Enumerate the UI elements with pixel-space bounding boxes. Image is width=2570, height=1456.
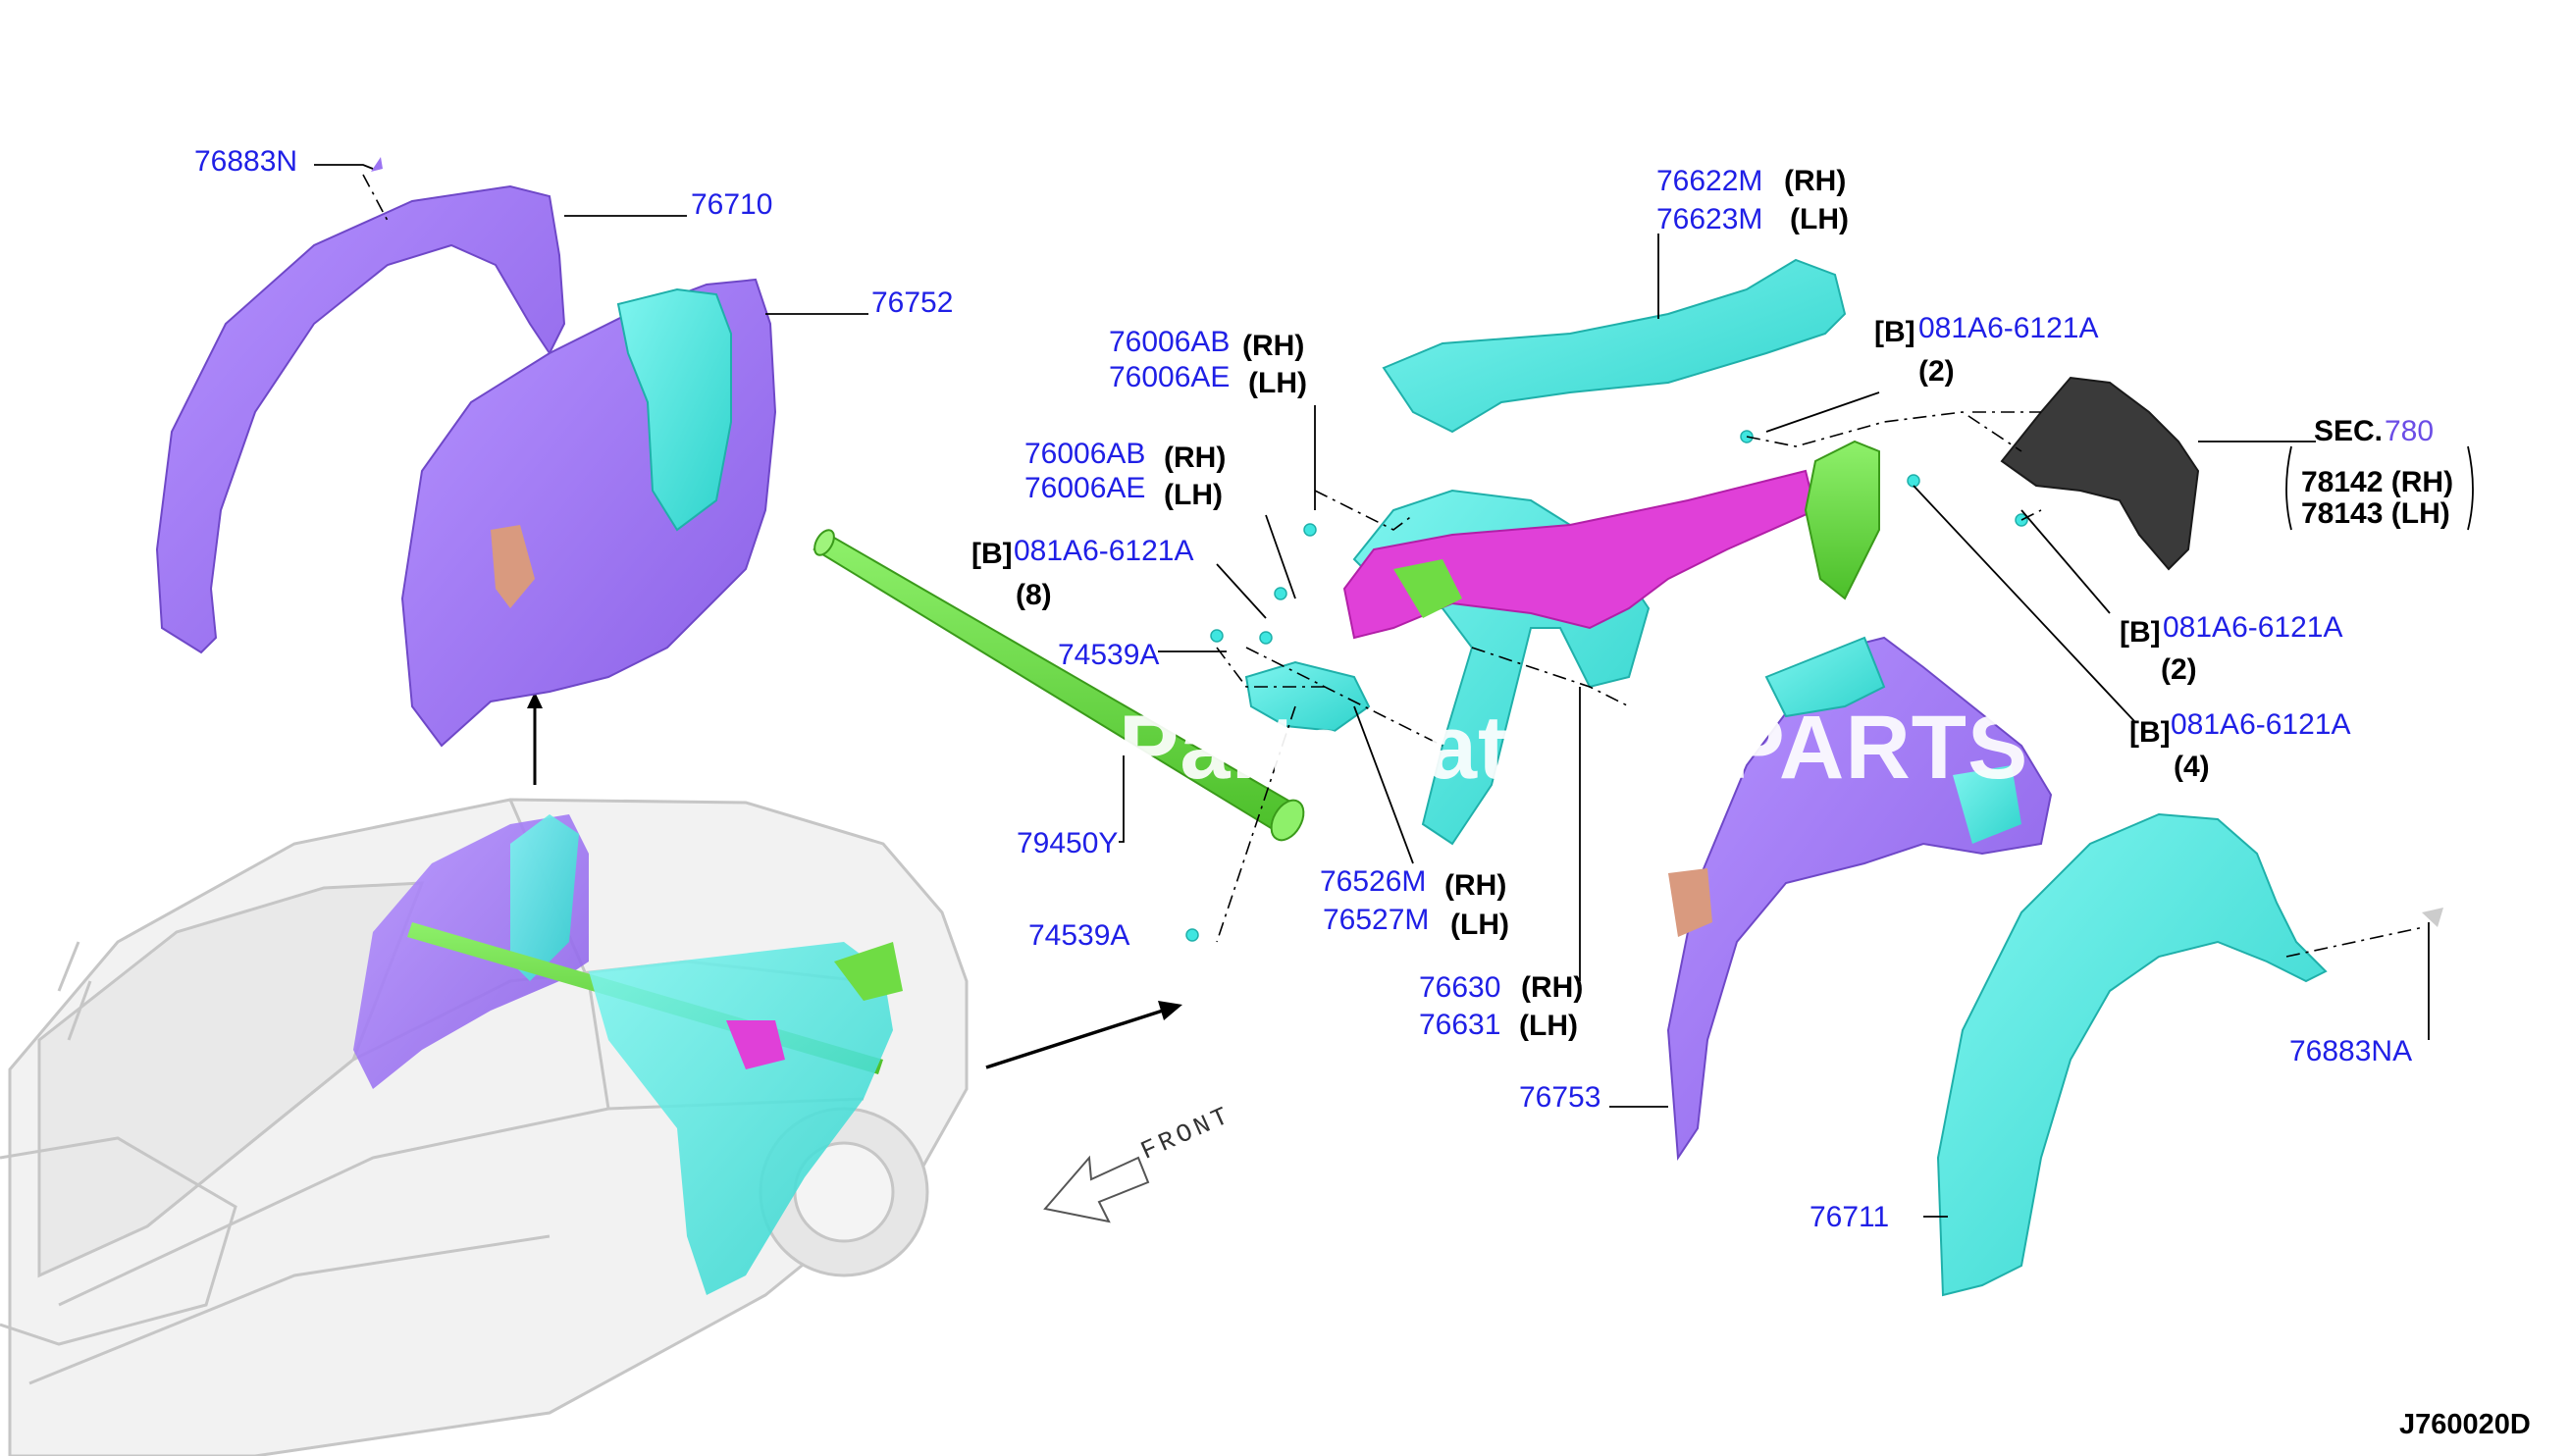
label-78143: 78143 (LH) (2301, 497, 2450, 530)
qty-081A6-6121A-mid: (2) (2161, 653, 2197, 686)
side-76622M: (RH) (1784, 165, 1847, 197)
label-76006AB-1[interactable]: 76006AB (1109, 326, 1231, 358)
label-76631[interactable]: 76631 (1419, 1009, 1501, 1041)
assembly-dashed-lines (362, 174, 2425, 958)
label-76623M[interactable]: 76623M (1656, 203, 1763, 235)
tag-B-mid: [B] (2120, 616, 2161, 649)
label-081A6-6121A-left[interactable]: 081A6-6121A (1014, 535, 1194, 567)
label-76006AB-2[interactable]: 76006AB (1024, 438, 1146, 470)
part-76753-cyan-side (1953, 765, 2021, 844)
side-76006AE-1: (LH) (1248, 367, 1307, 399)
part-78142-bracket[interactable] (2000, 376, 2200, 571)
label-74539A-upper[interactable]: 74539A (1058, 639, 1160, 671)
side-76631: (LH) (1519, 1010, 1578, 1042)
part-76753-bracket (1668, 868, 1712, 937)
part-76753-inner-wheelhouse[interactable] (1666, 636, 2053, 1161)
part-76883N-clip[interactable] (371, 157, 383, 172)
part-76630-magenta-inner[interactable] (1342, 469, 1817, 640)
label-081A6-6121A-top[interactable]: 081A6-6121A (1918, 312, 2099, 344)
part-76753-cyan-top (1764, 636, 1886, 718)
callout-arrow-right (985, 1009, 1164, 1069)
qty-081A6-6121A-low: (4) (2174, 751, 2210, 783)
part-76752-cyan-reinforcement (616, 287, 732, 532)
label-78142: 78142 (RH) (2301, 466, 2454, 498)
diagram-id: J760020D (2399, 1409, 2531, 1440)
label-081A6-6121A-low[interactable]: 081A6-6121A (2171, 708, 2351, 741)
part-76630-green-patch (1393, 559, 1462, 618)
ghost-car-highlight-parts (353, 814, 903, 1295)
label-76630[interactable]: 76630 (1419, 971, 1501, 1004)
qty-081A6-6121A-top: (2) (1918, 355, 1955, 388)
side-76623M: (LH) (1790, 203, 1849, 235)
label-76752[interactable]: 76752 (871, 286, 954, 319)
label-79450Y[interactable]: 79450Y (1017, 827, 1119, 859)
label-76753[interactable]: 76753 (1519, 1081, 1601, 1114)
qty-081A6-6121A-left: (8) (1016, 579, 1052, 611)
part-76710-wheelhouse-liner[interactable] (155, 184, 566, 654)
tag-B-low: [B] (2129, 716, 2171, 749)
label-081A6-6121A-mid[interactable]: 081A6-6121A (2163, 611, 2343, 644)
part-76630-green-brace (1804, 440, 1880, 600)
side-76006AB-2: (RH) (1164, 442, 1227, 474)
part-76752-bracket (491, 525, 535, 608)
side-76006AB-1: (RH) (1242, 330, 1305, 362)
leader-lines (314, 164, 2474, 1218)
label-76527M[interactable]: 76527M (1323, 904, 1430, 936)
label-76006AE-2[interactable]: 76006AE (1024, 472, 1146, 504)
arrow-up-head (527, 692, 543, 708)
tag-B-left: [B] (971, 538, 1013, 570)
label-76711[interactable]: 76711 (1809, 1201, 1890, 1233)
arrow-right-head (1158, 1001, 1182, 1020)
tag-B-top: [B] (1874, 316, 1915, 348)
label-76526M[interactable]: 76526M (1320, 865, 1427, 898)
side-76526M: (RH) (1444, 869, 1507, 902)
side-76630: (RH) (1521, 971, 1584, 1004)
front-arrow-icon (1043, 1155, 1150, 1223)
label-76006AE-1[interactable]: 76006AE (1109, 361, 1231, 393)
side-76527M: (LH) (1450, 909, 1509, 941)
part-76711-wheelhouse-liner[interactable] (1936, 812, 2328, 1297)
label-76883NA[interactable]: 76883NA (2289, 1035, 2413, 1067)
side-76006AE-2: (LH) (1164, 479, 1223, 511)
sec-link-780[interactable]: 780 (2385, 415, 2435, 447)
label-76710[interactable]: 76710 (691, 188, 773, 221)
label-76622M[interactable]: 76622M (1656, 165, 1763, 197)
part-76883NA-clip[interactable] (2422, 908, 2443, 927)
label-76883N[interactable]: 76883N (194, 145, 298, 178)
part-76526M-bracket[interactable] (1244, 660, 1371, 733)
sec-prefix: SEC. (2314, 415, 2384, 447)
part-76622M-upper-rail[interactable] (1382, 258, 1847, 434)
watermark-text: Parts catalog PARTS (1119, 698, 2029, 798)
label-74539A-lower[interactable]: 74539A (1028, 919, 1130, 952)
